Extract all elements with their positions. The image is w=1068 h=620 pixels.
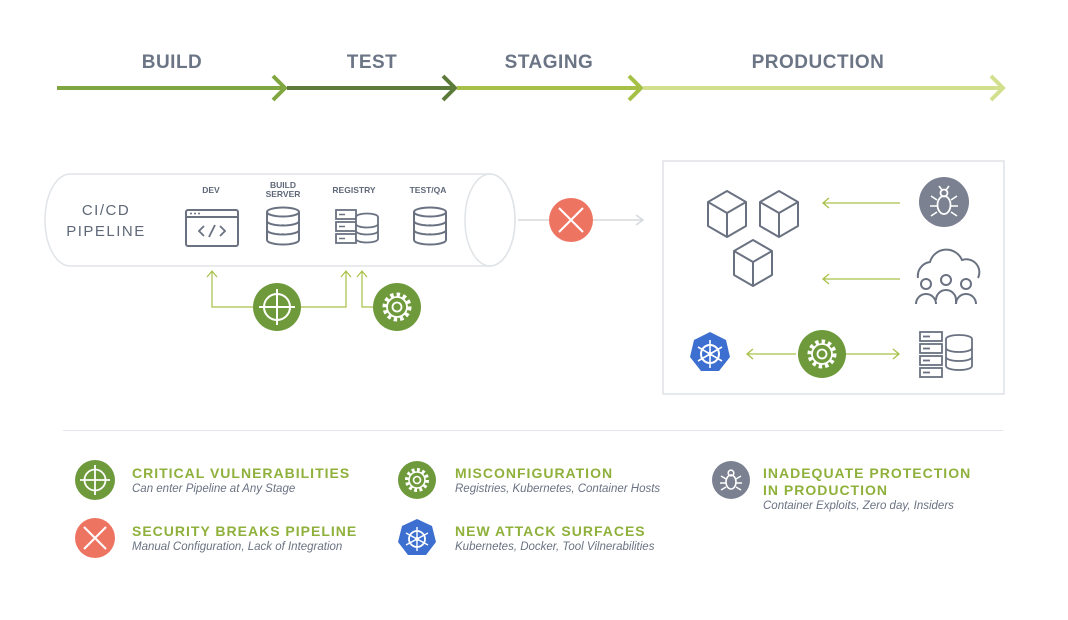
- container-hosts-icon: [919, 331, 973, 378]
- legend-title: MISCONFIGURATION: [455, 465, 614, 481]
- production-arrow-head: [989, 74, 1006, 102]
- bug-icon: [919, 177, 969, 227]
- legend-title: SECURITY BREAKS PIPELINE: [132, 523, 358, 539]
- build-arrow-head: [271, 74, 288, 102]
- pipeline-tube-end: [464, 173, 516, 267]
- pipeline-title-line1: CI/CD: [81, 202, 131, 219]
- registry-icon: [335, 209, 379, 244]
- legend-item-security-breaks-pipeline: SECURITY BREAKS PIPELINE Manual Configur…: [132, 523, 357, 555]
- gear-icon: [373, 283, 421, 331]
- stage-arrows: [57, 74, 1006, 102]
- crosshair-icon: [75, 460, 115, 500]
- legend-icons: [75, 460, 750, 558]
- stage-production: PRODUCTION: [751, 52, 885, 73]
- database-icon: [413, 206, 447, 246]
- kubernetes-icon: [690, 332, 730, 371]
- pipeline-title-line2: PIPELINE: [66, 223, 146, 240]
- database-icon: [266, 206, 300, 246]
- legend-item-new-attack-surfaces: NEW ATTACK SURFACES Kubernetes, Docker, …: [455, 523, 654, 555]
- legend-item-critical-vulnerabilities: CRITICAL VULNERABILITIES Can enter Pipel…: [132, 465, 350, 497]
- gear-icon: [798, 330, 846, 378]
- crosshair-icon: [253, 283, 301, 331]
- legend-subtitle: Kubernetes, Docker, Tool Vilnerabilities: [455, 541, 655, 553]
- gear-icon: [398, 461, 436, 499]
- tool-label-test-qa: TEST/QA: [409, 185, 447, 195]
- pipeline-out-head: [635, 214, 645, 226]
- tool-label-registry: REGISTRY: [332, 185, 376, 195]
- vulnerability-connectors: [206, 270, 374, 308]
- containers-icon: [707, 190, 799, 287]
- legend-title: NEW ATTACK SURFACES: [455, 523, 646, 539]
- stage-staging: STAGING: [504, 52, 594, 73]
- legend-item-inadequate-protection: INADEQUATE PROTECTION IN PRODUCTION Cont…: [763, 465, 971, 514]
- legend-title: CRITICAL VULNERABILITIES: [132, 465, 351, 481]
- legend-subtitle: Can enter Pipeline at Any Stage: [132, 483, 296, 495]
- kubernetes-icon: [398, 519, 436, 555]
- insiders-icon: [915, 248, 981, 305]
- stage-test: TEST: [346, 52, 398, 73]
- legend-subtitle: Manual Configuration, Lack of Integratio…: [132, 541, 343, 553]
- staging-arrow-head: [627, 74, 644, 102]
- test-arrow-head: [441, 74, 458, 102]
- legend-subtitle: Registries, Kubernetes, Container Hosts: [455, 483, 661, 495]
- legend-item-misconfiguration: MISCONFIGURATION Registries, Kubernetes,…: [455, 465, 660, 497]
- legend-divider: [63, 430, 1003, 431]
- attack-arrows: [745, 197, 901, 360]
- pipeline-diagram: [44, 173, 645, 331]
- tool-label-build-server: BUILD SERVER: [265, 180, 301, 199]
- bug-icon: [712, 461, 750, 499]
- legend-title: INADEQUATE PROTECTION IN PRODUCTION: [763, 465, 972, 498]
- x-icon: [75, 518, 115, 558]
- code-window-icon: [185, 209, 239, 247]
- legend-subtitle: Container Exploits, Zero day, Insiders: [763, 500, 954, 512]
- production-box: [662, 160, 1005, 395]
- tool-label-dev: DEV: [202, 185, 220, 195]
- x-icon: [549, 198, 593, 242]
- stage-build: BUILD: [141, 52, 203, 73]
